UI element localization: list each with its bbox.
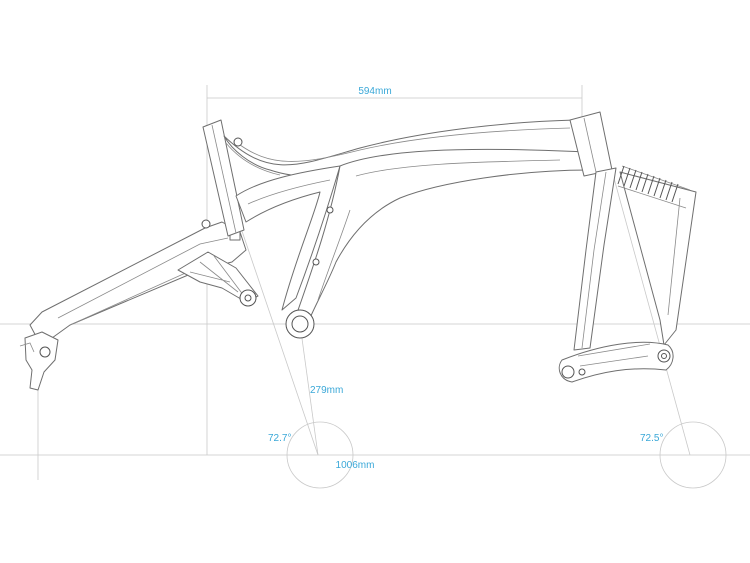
main-frame xyxy=(202,111,613,339)
rear-swingarm xyxy=(19,217,259,391)
shock-spring xyxy=(617,165,691,209)
dimension-labels: 594mm 279mm 1006mm 72.7° 72.5° xyxy=(268,86,663,471)
front-fork xyxy=(558,165,697,383)
head-angle-arc-circle xyxy=(659,421,727,489)
seat-angle-label: 72.7° xyxy=(268,433,291,444)
chainstay-label: 279mm xyxy=(310,385,343,396)
reach-label: 594mm xyxy=(358,86,391,97)
wheelbase-label: 1006mm xyxy=(336,460,375,471)
chainstay-guide xyxy=(299,323,319,456)
head-angle-label: 72.5° xyxy=(640,433,663,444)
seat-angle-arc-circle xyxy=(286,421,354,489)
